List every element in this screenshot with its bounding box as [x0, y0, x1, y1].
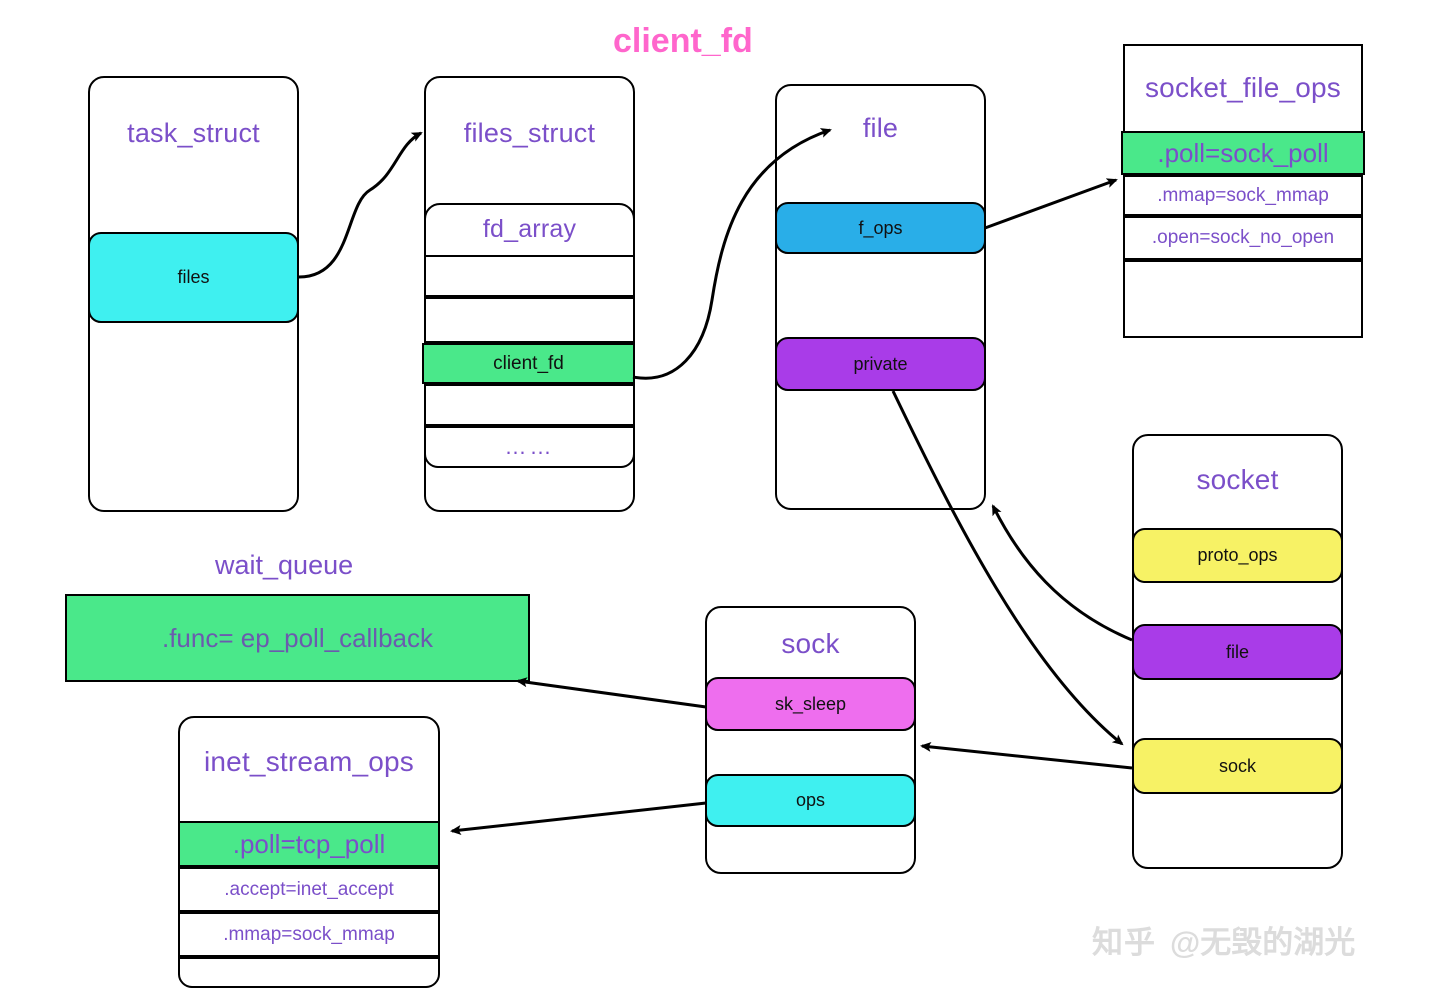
row-label: .poll=sock_poll	[1157, 137, 1329, 168]
file-title: file	[862, 113, 899, 143]
fd-array-row[interactable]	[424, 255, 635, 297]
socket-file-ops-row[interactable]	[1123, 260, 1363, 338]
inet-stream-ops-row[interactable]: .accept=inet_accept	[178, 867, 440, 912]
fd-array-row[interactable]	[424, 384, 635, 426]
field-sock-ops[interactable]: ops	[705, 774, 916, 827]
field-label: file	[1225, 641, 1249, 662]
node-file: file	[775, 84, 986, 510]
edge-socket-sock-to-sock	[920, 741, 1133, 770]
fd-array-row-label: ……	[504, 434, 555, 459]
edge-ops-to-inet-stream-ops	[450, 801, 707, 835]
field-label: private	[853, 353, 908, 374]
row-label: .mmap=sock_mmap	[223, 923, 395, 945]
socket-file-ops-row-poll[interactable]: .poll=sock_poll	[1121, 131, 1365, 175]
field-label: proto_ops	[1197, 545, 1278, 565]
edge-f-ops-to-socket-file-ops	[984, 178, 1118, 230]
node-sock: sock	[705, 606, 916, 874]
field-socket-sock[interactable]: sock	[1132, 738, 1343, 794]
node-wait-queue[interactable]: .func= ep_poll_callback	[65, 594, 530, 682]
inet-stream-ops-title: inet_stream_ops	[203, 746, 414, 777]
row-label: .mmap=sock_mmap	[1157, 184, 1329, 206]
fd-array-row-label: client_fd	[493, 352, 564, 374]
socket-file-ops-row[interactable]: .open=sock_no_open	[1123, 216, 1363, 260]
edge-sk-sleep-to-wait-queue	[516, 677, 707, 709]
field-label: files	[177, 267, 210, 287]
field-file-f-ops[interactable]: f_ops	[775, 202, 986, 254]
files-struct-title: files_struct	[463, 118, 596, 148]
watermark-handle: @无毁的湖光	[1170, 925, 1356, 960]
wait-queue-label: wait_queue	[215, 550, 354, 580]
inet-stream-ops-row-poll[interactable]: .poll=tcp_poll	[178, 821, 440, 867]
page-title: client_fd	[613, 22, 753, 60]
inet-stream-ops-row[interactable]: .mmap=sock_mmap	[178, 912, 440, 957]
field-label: sk_sleep	[774, 693, 847, 714]
zhihu-logo: 知乎	[1092, 925, 1156, 960]
field-task-struct-files[interactable]: files	[88, 232, 299, 323]
field-socket-proto-ops[interactable]: proto_ops	[1132, 528, 1343, 583]
socket-title: socket	[1196, 464, 1279, 495]
field-label: f_ops	[858, 217, 903, 238]
socket-file-ops-title: socket_file_ops	[1144, 72, 1341, 103]
edge-files-to-files-struct	[298, 131, 423, 279]
row-label: .open=sock_no_open	[1151, 227, 1335, 248]
field-sock-sk-sleep[interactable]: sk_sleep	[705, 677, 916, 731]
sock-title: sock	[781, 628, 840, 659]
row-label: .accept=inet_accept	[224, 878, 394, 900]
field-file-private[interactable]: private	[775, 337, 986, 391]
watermark: 知乎 @无毁的湖光	[1092, 917, 1355, 962]
fd-array-row-client-fd[interactable]: client_fd	[422, 343, 635, 384]
wait-queue-func-label: .func= ep_poll_callback	[161, 622, 434, 653]
row-label: .poll=tcp_poll	[232, 828, 386, 859]
inet-stream-ops-row[interactable]	[178, 957, 440, 988]
field-label: sock	[1218, 755, 1256, 776]
fd-array-row[interactable]	[424, 297, 635, 343]
field-label: ops	[795, 790, 826, 810]
task-struct-title: task_struct	[127, 118, 260, 148]
socket-file-ops-row[interactable]: .mmap=sock_mmap	[1123, 175, 1363, 216]
field-socket-file[interactable]: file	[1132, 624, 1343, 680]
fd-array-row-ellipsis[interactable]: ……	[424, 426, 635, 468]
edge-socket-file-to-file	[991, 504, 1133, 642]
